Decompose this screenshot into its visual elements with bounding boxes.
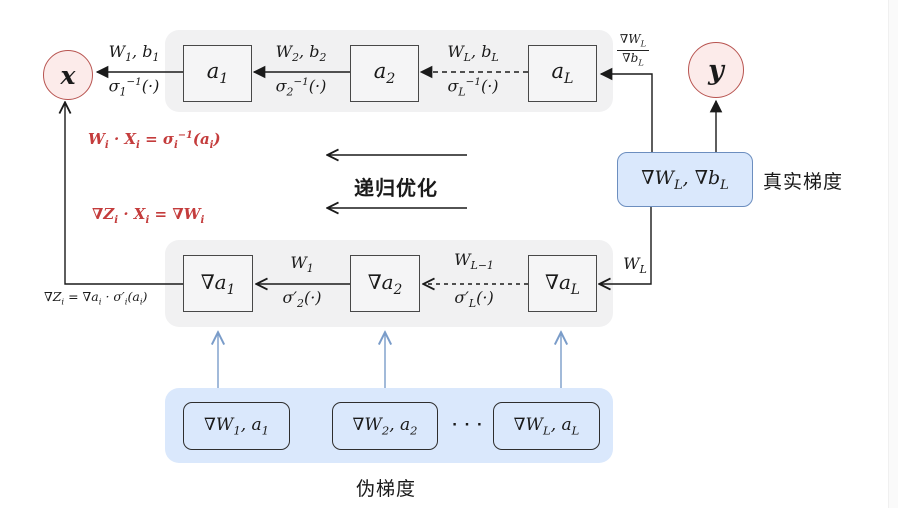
edge1-weight-label: W1, b1 <box>108 42 160 65</box>
ellipsis-dots: · · · <box>452 415 484 434</box>
output-node-y: y <box>688 42 744 98</box>
grad-aL-label: ∇aL <box>545 269 580 298</box>
arrow-grada1-to-x <box>65 103 183 285</box>
arrow-truegrad-to-aL <box>599 67 653 152</box>
back-edgeL-weight-label: WL−1 <box>454 250 494 273</box>
true-gradient-box-label: ∇WL, ∇bL <box>641 166 729 193</box>
input-node-x: x <box>43 50 93 100</box>
arrow-truegrad-to-gradaL <box>600 207 652 284</box>
edge2-activation-label: σ2−1(·) <box>275 76 327 99</box>
input-node-label: x <box>60 60 76 90</box>
edgeL-activation-label: σL−1(·) <box>447 76 499 99</box>
true-gradient-caption: 真实梯度 <box>763 172 844 193</box>
z-gradient-equation: ∇Zi = ∇ai · σ′i(ai) <box>44 289 148 308</box>
layer-box-aL: aL <box>528 45 597 102</box>
output-node-label: y <box>708 54 724 86</box>
layer-box-a2: a2 <box>350 45 419 102</box>
edgeL-weight-label: WL, bL <box>447 42 499 65</box>
grad-box-a2: ∇a2 <box>350 255 420 312</box>
layer-aL-label: aL <box>551 59 574 88</box>
layer-a1-label: a1 <box>206 59 229 88</box>
pseudo-box-2-label: ∇W2, a2 <box>352 414 418 438</box>
gradient-fraction-denominator: ∇bL <box>622 50 644 67</box>
back-edgeL-activation-label: σ′L(·) <box>454 288 494 311</box>
pseudo-box-L: ∇WL, aL <box>493 402 600 450</box>
edge1-activation-label: σ1−1(·) <box>108 76 160 99</box>
layer-a2-label: a2 <box>373 59 396 88</box>
layer-box-a1: a1 <box>183 45 252 102</box>
back-edge1-weight-label: W1 <box>290 253 314 276</box>
grad-a1-label: ∇a1 <box>200 269 236 298</box>
grad-box-aL: ∇aL <box>528 255 597 312</box>
forward-identity-equation: Wi · Xi = σi−1(ai) <box>88 130 221 151</box>
edge2-weight-label: W2, b2 <box>275 42 327 65</box>
recursive-optimization-label: 递归优化 <box>354 178 438 200</box>
page-edge-strip <box>888 0 898 508</box>
gradient-fraction-numerator: ∇WL <box>616 32 650 51</box>
pseudo-box-1: ∇W1, a1 <box>183 402 290 450</box>
gradient-identity-equation: ∇Zi · Xi = ∇Wi <box>92 205 205 226</box>
gradient-fraction-label: ∇WL ∇bL <box>610 32 656 67</box>
pseudo-gradient-caption: 伪梯度 <box>355 479 416 500</box>
back-edge1-activation-label: σ′2(·) <box>282 288 322 311</box>
pseudo-box-L-label: ∇WL, aL <box>513 414 580 438</box>
pseudo-box-1-label: ∇W1, a1 <box>203 414 269 438</box>
wl-edge-label: WL <box>623 254 647 277</box>
grad-box-a1: ∇a1 <box>183 255 253 312</box>
true-gradient-box: ∇WL, ∇bL <box>617 152 753 207</box>
pseudo-box-2: ∇W2, a2 <box>332 402 438 450</box>
grad-a2-label: ∇a2 <box>367 269 403 298</box>
